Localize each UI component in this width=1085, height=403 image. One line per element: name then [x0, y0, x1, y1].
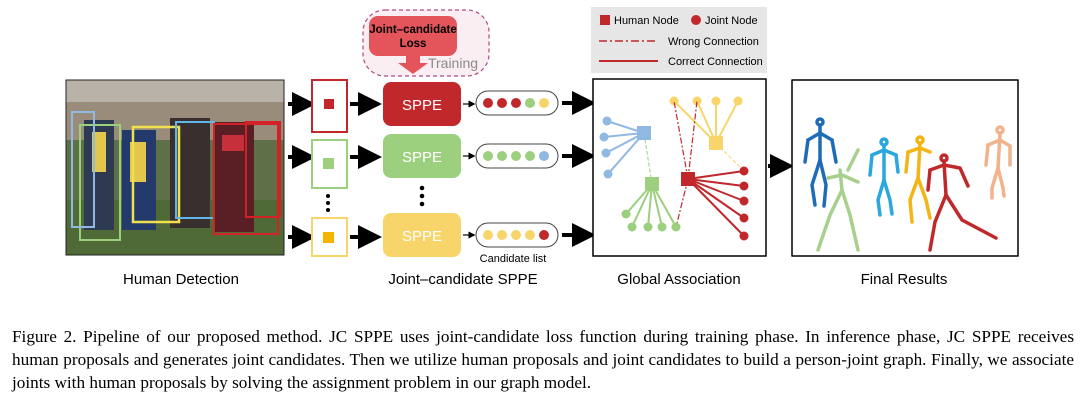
- stage-label-detection: Human Detection: [123, 271, 239, 288]
- association-graph: [592, 78, 767, 257]
- figure-caption: Figure 2. Pipeline of our proposed metho…: [12, 325, 1074, 394]
- detection-image: [65, 79, 285, 256]
- sppe-block-red: [383, 82, 461, 126]
- stage-label-results: Final Results: [861, 271, 948, 288]
- sppe-blocks: SPPE SPPE SPPE: [383, 82, 461, 257]
- association-arrows: [562, 91, 596, 247]
- training-bubble: Joint–candidate Loss Training: [362, 9, 490, 77]
- sppe-block-green: [383, 134, 461, 178]
- training-label: Training: [428, 55, 478, 71]
- pipeline-diagram: Joint–candidate Loss Training SPPE SPPE …: [65, 7, 1019, 288]
- sppe-label: SPPE: [402, 149, 442, 166]
- caption-text: Pipeline of our proposed method. JC SPPE…: [12, 327, 1075, 392]
- candidate-list-label: Candidate list: [480, 253, 547, 265]
- legend-wrong-connection: Wrong Connection: [668, 36, 759, 48]
- stage-label-sppe: Joint–candidate SPPE: [388, 271, 537, 288]
- legend-joint-node: Joint Node: [705, 15, 758, 27]
- candidate-lists: Candidate list: [475, 90, 559, 265]
- loss-label-line1: Joint–candidate: [369, 24, 457, 36]
- sppe-label: SPPE: [402, 228, 442, 245]
- proposal-boxes: [311, 79, 348, 257]
- sppe-label: SPPE: [402, 97, 442, 114]
- sppe-arrows: [463, 100, 476, 239]
- caption-label: Figure 2.: [12, 327, 77, 346]
- sppe-block-yellow: [383, 213, 461, 257]
- legend-human-node: Human Node: [614, 15, 679, 27]
- detection-arrows: [288, 92, 316, 249]
- proposal-arrows: [350, 92, 382, 249]
- stage-label-association: Global Association: [617, 271, 740, 288]
- loss-label-line2: Loss: [400, 38, 427, 50]
- legend: Human Node Joint Node Wrong Connection C…: [591, 7, 767, 73]
- final-results: [791, 79, 1019, 257]
- legend-correct-connection: Correct Connection: [668, 56, 763, 68]
